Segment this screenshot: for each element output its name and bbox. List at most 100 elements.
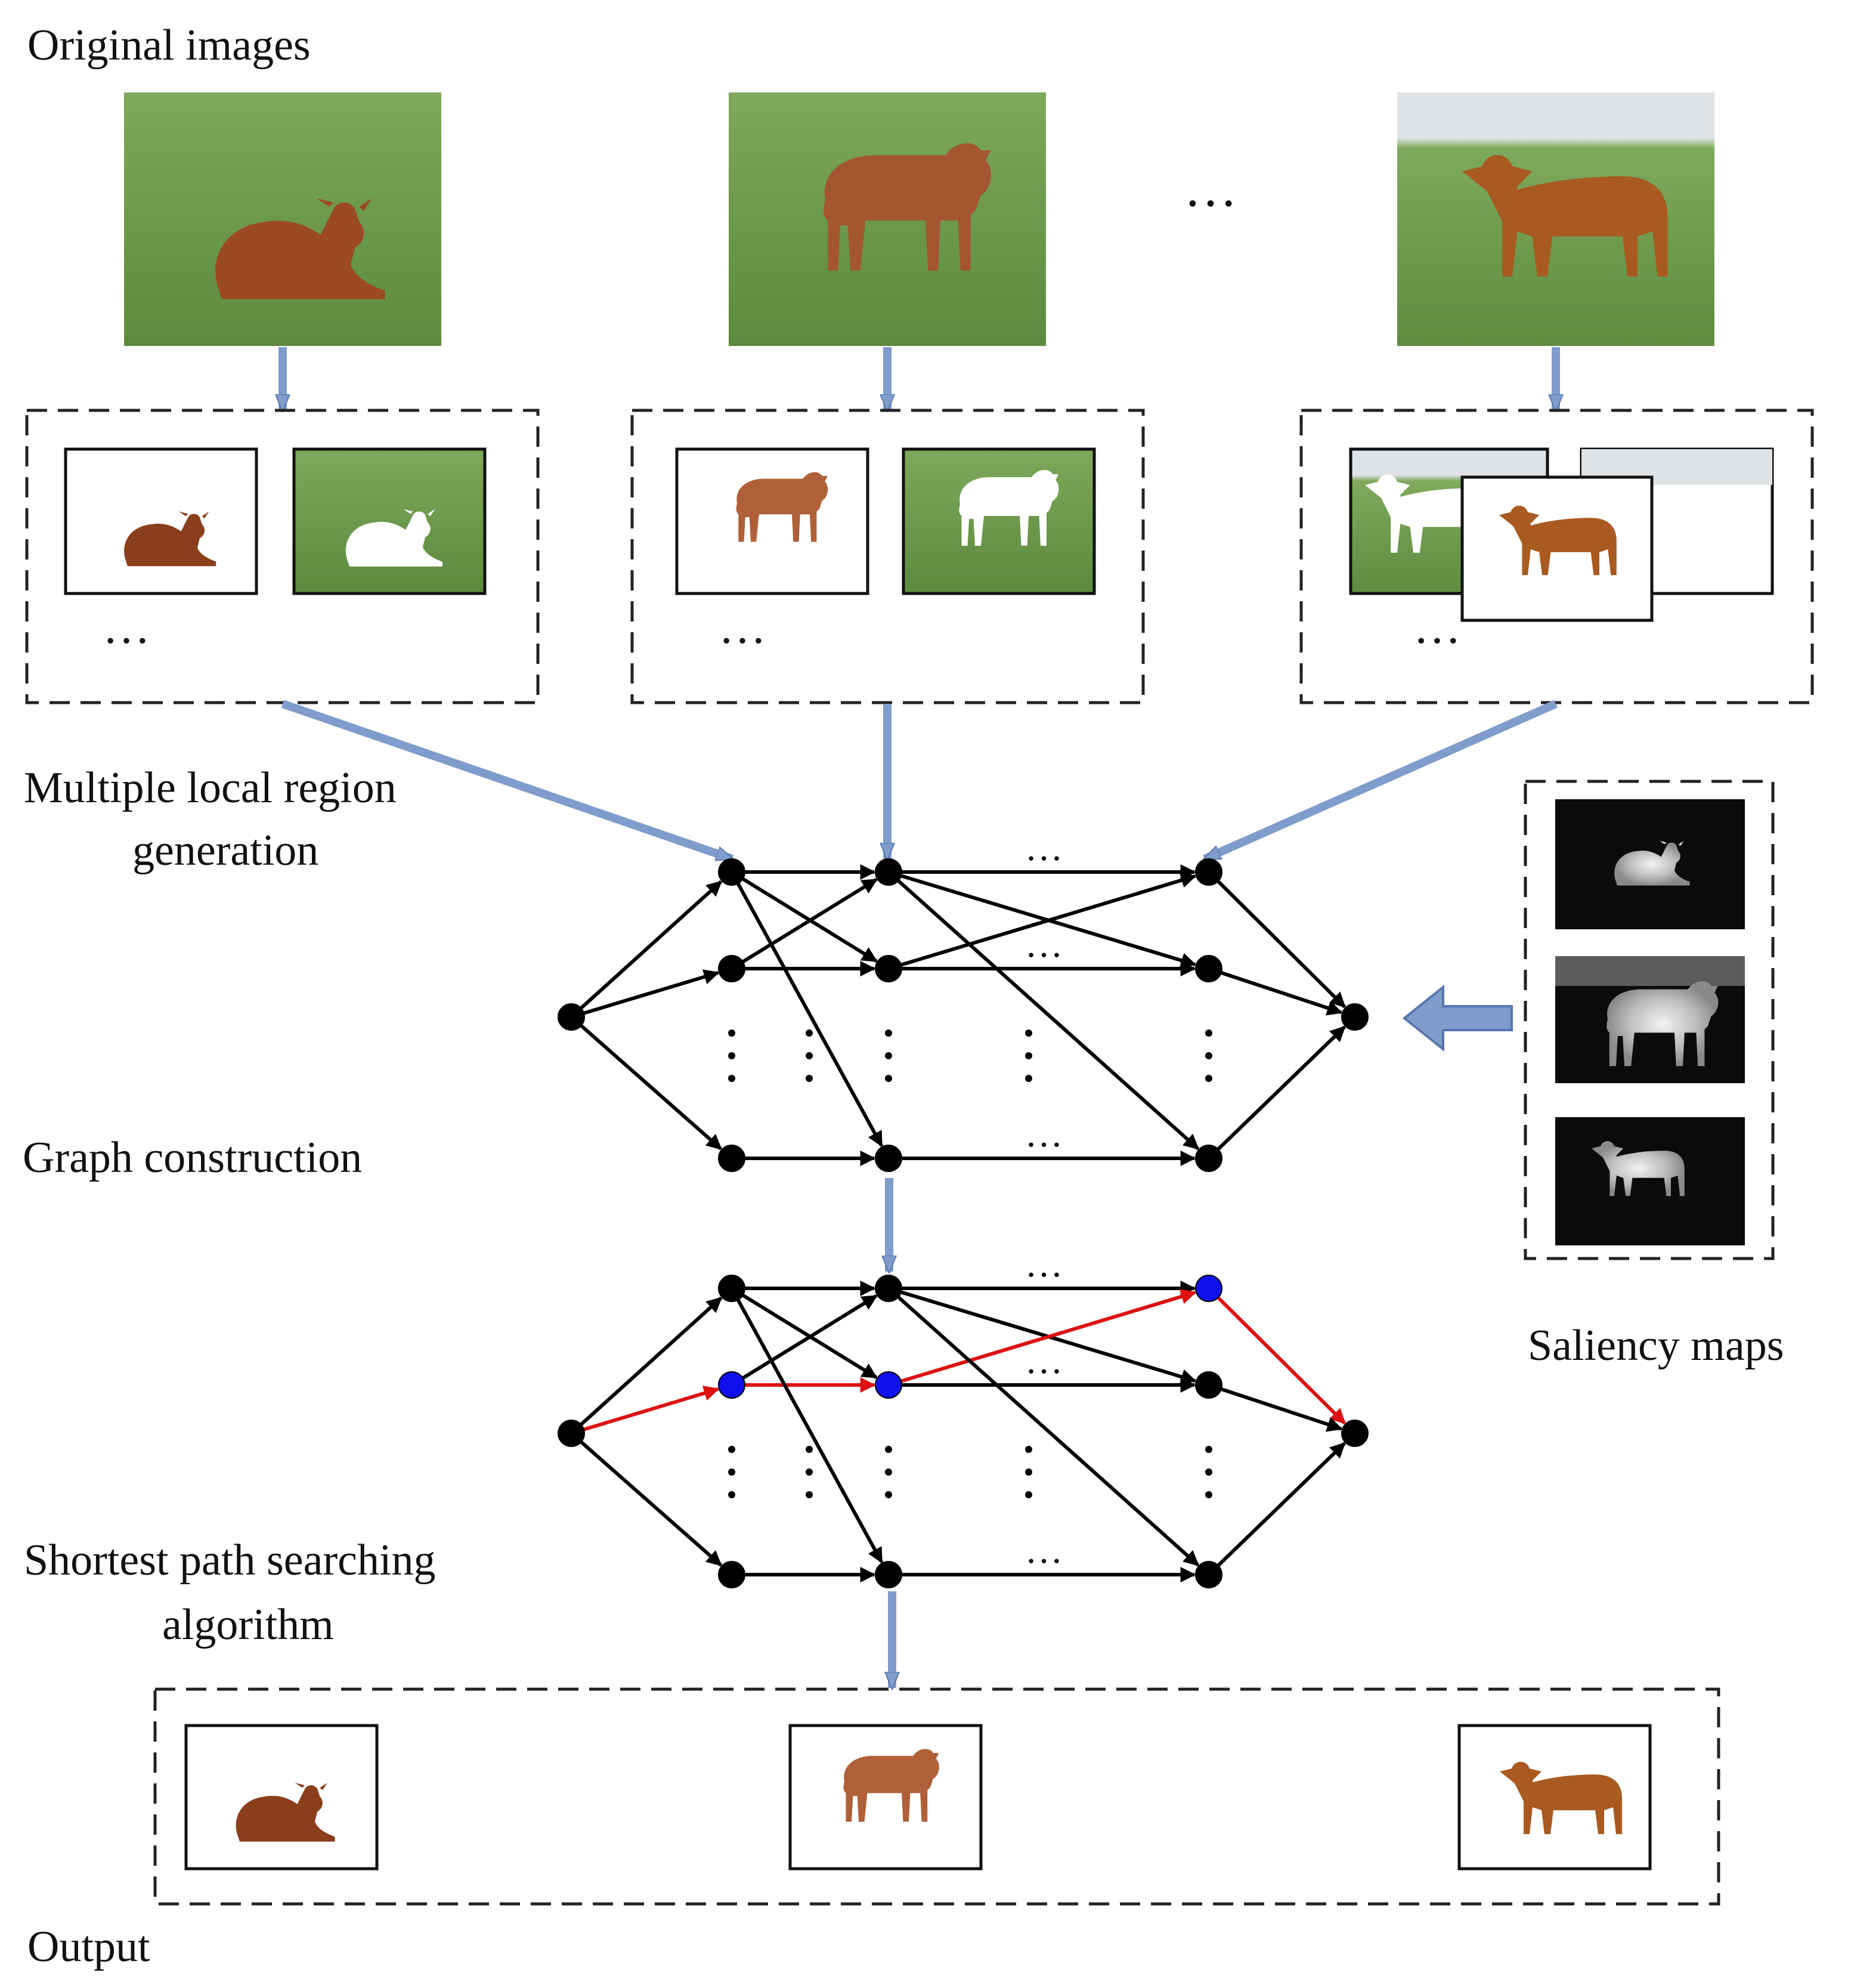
- graph-vertical-ellipsis-dot: [1205, 1029, 1212, 1037]
- output-box: [153, 1687, 1720, 1906]
- graph-node: [558, 1003, 585, 1031]
- graph-vertical-ellipsis-dot: [1025, 1468, 1032, 1476]
- graph-node: [718, 858, 745, 886]
- graph-node: [1195, 1371, 1222, 1399]
- graph-edge: [583, 969, 720, 1015]
- graph-vertical-ellipsis-dot: [1025, 1075, 1032, 1082]
- saliency-map-3: [1555, 1117, 1745, 1245]
- graph-edge: [742, 1294, 878, 1380]
- graph-edge: [1217, 1025, 1346, 1151]
- label-shortest-path-2: algorithm: [162, 1600, 334, 1649]
- graph-ellipsis: …: [1025, 1339, 1063, 1381]
- path-node: [1195, 1275, 1222, 1302]
- graph-ellipsis: …: [1025, 1529, 1063, 1571]
- flow-arrow-region-3: [1205, 700, 1558, 863]
- graph-vertical-ellipsis-dot: [806, 1491, 813, 1498]
- graph-ellipsis: …: [1025, 923, 1063, 965]
- graph-vertical-ellipsis-dot: [728, 1446, 735, 1453]
- graph-vertical-ellipsis-dot: [728, 1468, 735, 1476]
- original-image-2: [729, 92, 1046, 346]
- region-box-3: …: [1299, 409, 1814, 704]
- graph-edge: [580, 1440, 722, 1567]
- graph-edge: [1217, 880, 1347, 1009]
- path-edge: [1217, 1296, 1347, 1425]
- path-node: [875, 1371, 902, 1399]
- graph-vertical-ellipsis-dot: [1025, 1446, 1032, 1453]
- graph-node: [1195, 1145, 1222, 1172]
- graph-vertical-ellipsis-dot: [1205, 1075, 1212, 1082]
- ellipsis-images: …: [1184, 159, 1237, 218]
- label-original-images: Original images: [27, 21, 311, 70]
- saliency-to-graph-arrow: [1402, 984, 1513, 1052]
- graph-vertical-ellipsis-dot: [885, 1075, 892, 1082]
- graph-edge: [580, 1024, 722, 1151]
- graph-construction: … … …: [558, 826, 1369, 1172]
- graph-edge: [897, 1296, 1200, 1567]
- graph-ellipsis: …: [1025, 1112, 1063, 1155]
- graph-node: [875, 858, 902, 886]
- graph-ellipsis: …: [1025, 1242, 1063, 1285]
- graph-vertical-ellipsis-dot: [728, 1052, 735, 1059]
- graph-vertical-ellipsis-dot: [1205, 1491, 1212, 1498]
- graph-vertical-ellipsis-dot: [728, 1491, 735, 1498]
- path-node: [718, 1371, 745, 1399]
- ellipsis-region-3: …: [1413, 601, 1461, 654]
- graph-edge: [900, 873, 1197, 967]
- graph-vertical-ellipsis-dot: [728, 1029, 735, 1037]
- graph-node: [1195, 858, 1222, 886]
- flow-arrow-region-1: [281, 700, 732, 863]
- graph-vertical-ellipsis-dot: [806, 1029, 813, 1037]
- graph-vertical-ellipsis-dot: [885, 1029, 892, 1037]
- graph-shortest-path: … … …: [558, 1242, 1369, 1588]
- graph-vertical-ellipsis-dot: [1205, 1052, 1212, 1059]
- graph-edge: [897, 879, 1200, 1151]
- label-region-generation-2: generation: [132, 826, 318, 875]
- graph-vertical-ellipsis-dot: [885, 1468, 892, 1476]
- graph-node: [718, 1145, 745, 1172]
- graph-vertical-ellipsis-dot: [1025, 1491, 1032, 1498]
- output-image-2: [788, 1724, 983, 1870]
- graph-edge: [1220, 971, 1343, 1016]
- graph-vertical-ellipsis-dot: [1025, 1052, 1032, 1059]
- graph-edge: [580, 1296, 723, 1426]
- graph-vertical-ellipsis-dot: [885, 1491, 892, 1498]
- graph-vertical-ellipsis-dot: [1025, 1029, 1032, 1037]
- graph-edge: [580, 880, 723, 1010]
- graph-node: [875, 1145, 902, 1172]
- graph-edge: [1220, 1387, 1343, 1432]
- graph-ellipsis: …: [1025, 826, 1063, 868]
- graph-vertical-ellipsis-dot: [885, 1052, 892, 1059]
- graph-edge: [736, 882, 884, 1148]
- label-shortest-path-1: Shortest path searching: [24, 1536, 436, 1585]
- graph-vertical-ellipsis-dot: [1205, 1446, 1212, 1453]
- graph-node: [1195, 955, 1222, 982]
- path-edge: [900, 1289, 1197, 1383]
- ellipsis-region-2: …: [719, 601, 766, 654]
- graph-vertical-ellipsis-dot: [806, 1052, 813, 1059]
- graph-node: [718, 955, 745, 982]
- graph-node: [718, 1561, 745, 1588]
- graph-node: [875, 955, 902, 982]
- label-saliency-maps: Saliency maps: [1528, 1321, 1784, 1370]
- graph-edge: [742, 878, 878, 964]
- graph-vertical-ellipsis-dot: [728, 1075, 735, 1082]
- graph-edge: [1217, 1442, 1346, 1567]
- graph-edge: [736, 1298, 884, 1564]
- graph-vertical-ellipsis-dot: [885, 1446, 892, 1453]
- saliency-maps-box: [1524, 780, 1775, 1260]
- graph-vertical-ellipsis-dot: [806, 1446, 813, 1453]
- graph-vertical-ellipsis-dot: [1205, 1468, 1212, 1476]
- original-image-3: [1397, 92, 1714, 346]
- graph-node: [1341, 1420, 1369, 1447]
- label-graph-construction: Graph construction: [23, 1133, 362, 1182]
- graph-node: [875, 1275, 902, 1302]
- graph-node: [875, 1561, 902, 1588]
- graph-node: [718, 1275, 745, 1302]
- graph-vertical-ellipsis-dot: [806, 1468, 813, 1476]
- path-edge: [583, 1386, 720, 1432]
- region-box-1: …: [25, 409, 540, 704]
- graph-vertical-ellipsis-dot: [806, 1075, 813, 1082]
- original-image-1: [124, 92, 441, 346]
- graph-node: [558, 1420, 585, 1447]
